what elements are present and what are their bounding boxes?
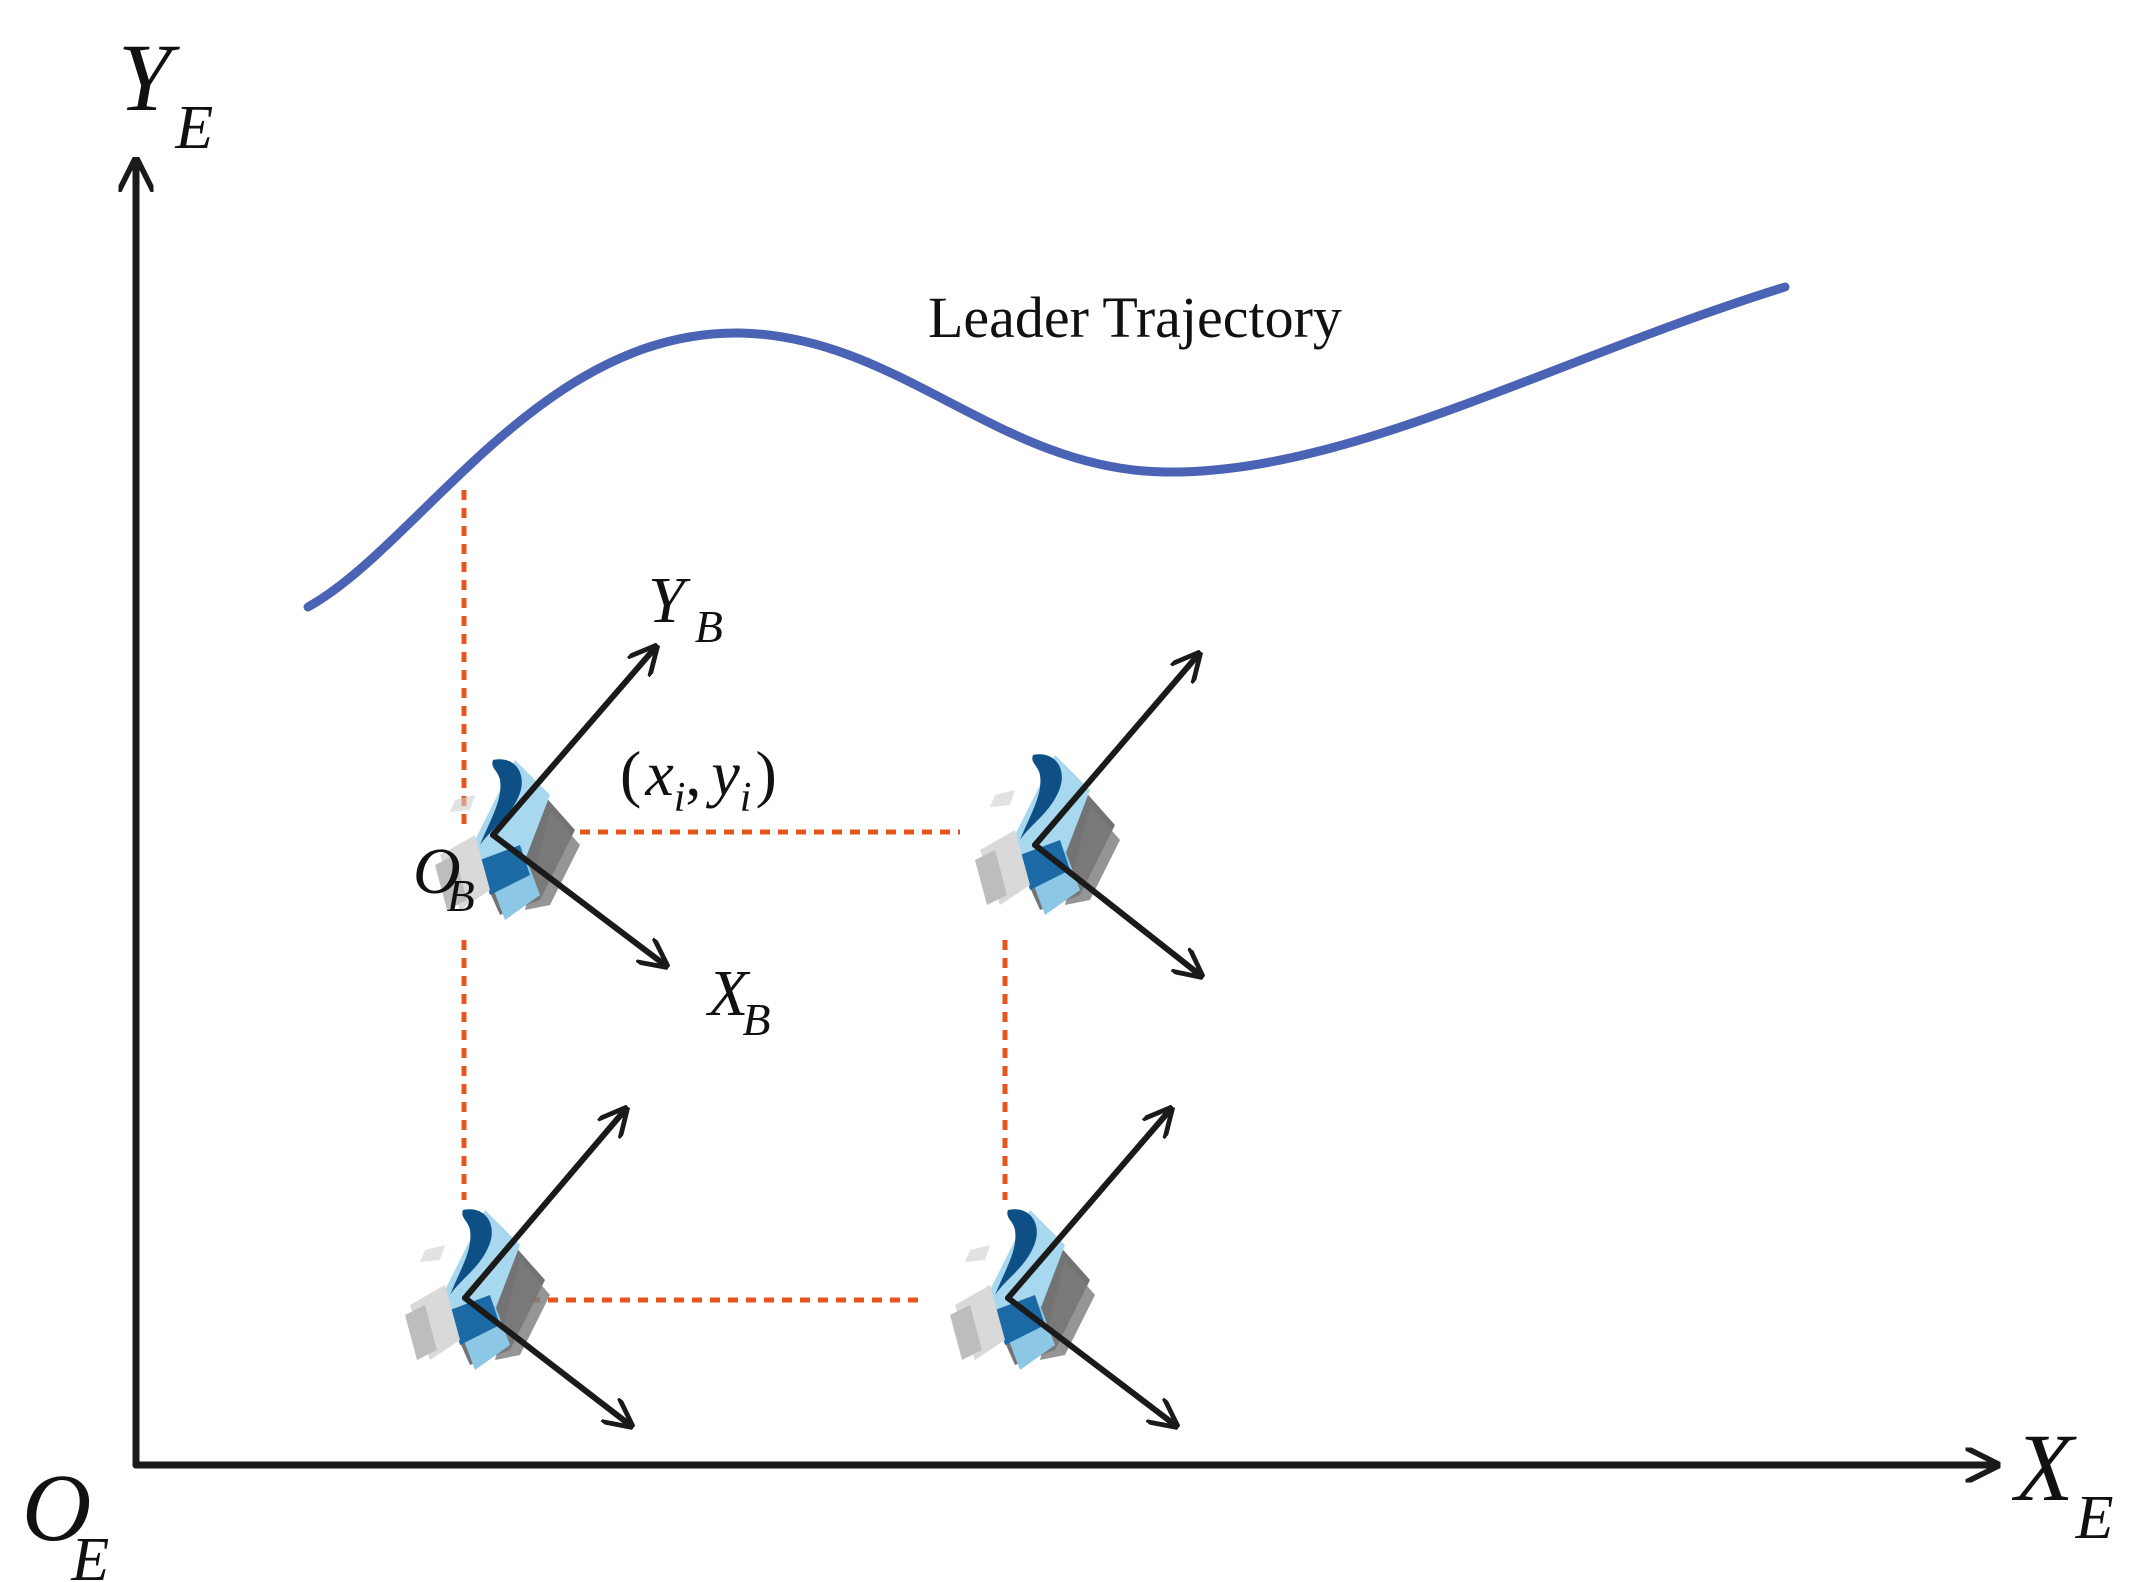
- body-y-axis-arrow: [1032, 655, 1198, 848]
- body-x-axis-arrow: [1032, 842, 1200, 975]
- body-frame-top-right: [1032, 655, 1200, 975]
- body-x-axis-arrow: [462, 1295, 630, 1425]
- body-y-axis-arrow: [462, 1110, 625, 1301]
- formation-links: [461, 490, 1008, 1303]
- body-x-axis-arrow: [490, 832, 665, 965]
- body-x-axis-arrow: [1005, 1295, 1175, 1425]
- body-y-axis-arrow: [1005, 1110, 1170, 1301]
- body-frame-bottom-left: [462, 1110, 630, 1425]
- leader-trajectory-label: Leader Trajectory: [928, 285, 1342, 350]
- body-x-label: XB: [705, 957, 770, 1045]
- body-y-axis-arrow: [490, 648, 655, 838]
- body-origin-label: OB: [413, 835, 475, 921]
- position-label: (xi,yi): [620, 738, 777, 821]
- leader-trajectory-curve: [303, 282, 1790, 612]
- origin-label: OE: [22, 1454, 109, 1582]
- body-frame-bottom-right: [1005, 1110, 1175, 1425]
- body-frame-top-left: [490, 648, 665, 965]
- y-axis-label: YE: [118, 24, 213, 162]
- x-axis-label: XE: [2011, 1414, 2114, 1552]
